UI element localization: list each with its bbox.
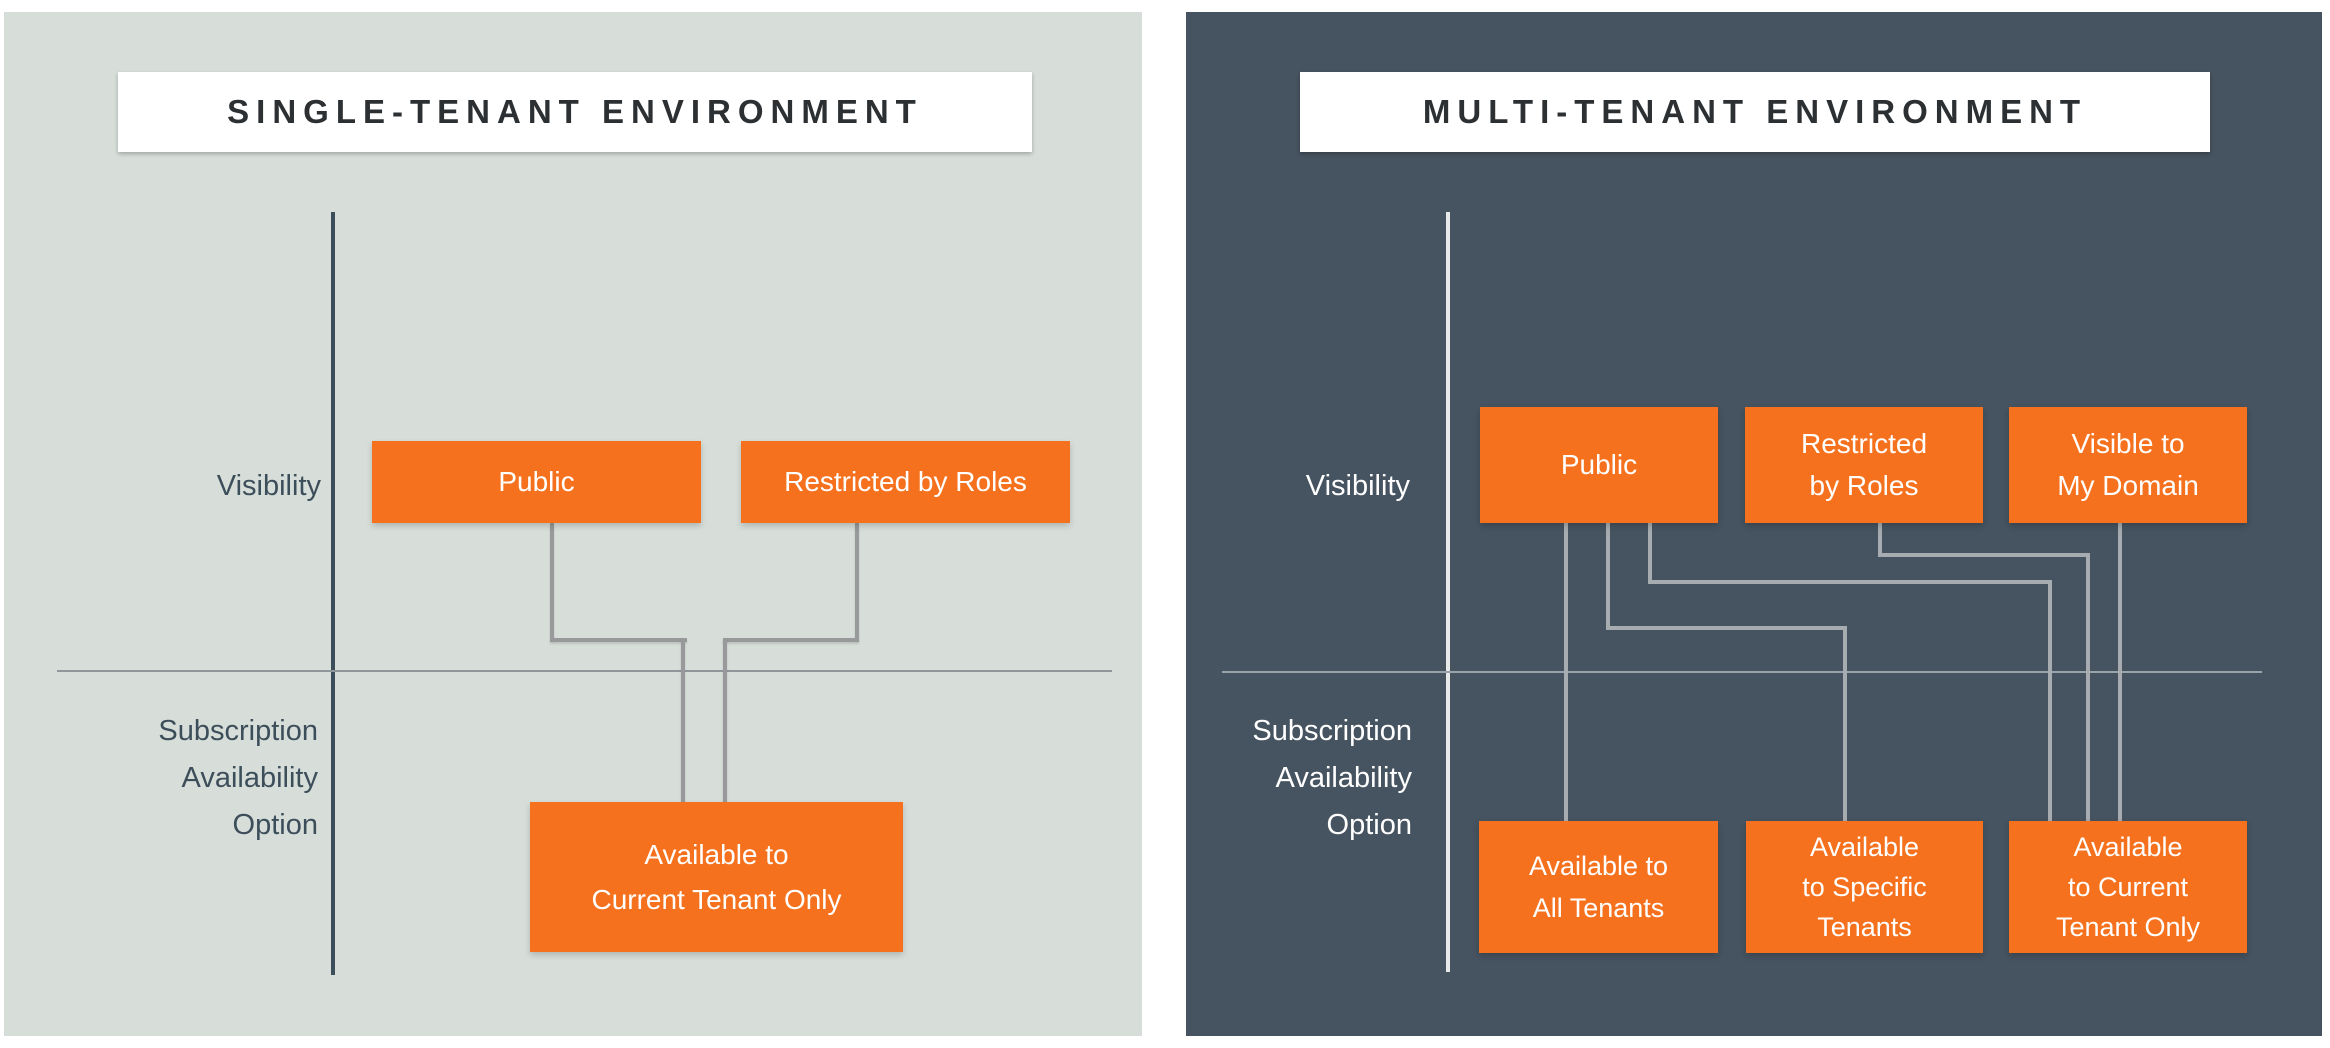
connector-restricted-to-current-elbow-segment bbox=[1878, 553, 2090, 557]
subscription-label-line: Subscription bbox=[1252, 715, 1412, 747]
box-label: All Tenants bbox=[1532, 893, 1665, 923]
visibility-box-restricted-by-roles: Restricted by Roles bbox=[741, 441, 1070, 523]
box-label: Restricted by Roles bbox=[784, 466, 1027, 497]
box-label: by Roles bbox=[1809, 470, 1919, 501]
subscription-label-line: Option bbox=[232, 809, 318, 841]
multi-tenant-vertical-axis-line bbox=[1446, 212, 1450, 972]
multi-tenant-visibility-axis-label: Visibility bbox=[1305, 470, 1410, 502]
connector-restricted-to-current-tenant-segment bbox=[2086, 553, 2090, 821]
box-label: Restricted bbox=[1800, 428, 1928, 459]
connector-restricted-to-current-drop-segment bbox=[1878, 523, 1882, 557]
box-label: Available bbox=[2073, 832, 2183, 862]
multi-tenant-title-box: MULTI-TENANT ENVIRONMENT bbox=[1300, 72, 2210, 152]
visibility-box-public-multi: Public bbox=[1480, 407, 1718, 523]
connector-restricted-elbow-segment bbox=[723, 638, 859, 642]
connector-public-to-current-elbow-segment bbox=[1648, 580, 2052, 584]
box-label: to Current bbox=[2067, 872, 2189, 902]
box-label: Available bbox=[1809, 832, 1920, 862]
visibility-box-restricted-by-roles-multi: Restricted by Roles bbox=[1745, 407, 1983, 523]
single-tenant-title-box: SINGLE-TENANT ENVIRONMENT bbox=[118, 72, 1032, 152]
box-label: Current Tenant Only bbox=[591, 884, 842, 915]
box-label: Public bbox=[1560, 449, 1638, 480]
subscription-box-available-to-current-tenant-only: Available to Current Tenant Only bbox=[530, 802, 903, 952]
box-label: to Specific bbox=[1802, 872, 1927, 902]
box-label: Tenants bbox=[1817, 912, 1912, 942]
box-label: Available to bbox=[644, 839, 789, 870]
subscription-box-available-to-specific-tenants: Available to Specific Tenants bbox=[1746, 821, 1983, 953]
single-tenant-quadrant-divider-line bbox=[57, 670, 1112, 672]
connector-public-to-specific-drop-segment bbox=[1606, 523, 1610, 630]
connector-domain-to-current-tenant-segment bbox=[2118, 523, 2122, 821]
box-label: Public bbox=[498, 466, 575, 497]
visibility-box-visible-to-my-domain: Visible to My Domain bbox=[2009, 407, 2247, 523]
connector-public-to-all-tenants-segment bbox=[1564, 523, 1568, 821]
connector-public-to-current-drop-segment bbox=[1648, 523, 1652, 584]
subscription-box-available-to-current-tenant-only-multi: Available to Current Tenant Only bbox=[2009, 821, 2247, 953]
connector-restricted-to-current-tenant-segment bbox=[723, 638, 727, 802]
visibility-box-public: Public bbox=[372, 441, 701, 523]
box-label: Visible to bbox=[2071, 428, 2185, 459]
connector-public-elbow-segment bbox=[550, 638, 687, 642]
box-label: My Domain bbox=[2057, 470, 2199, 501]
connector-public-to-current-tenant-segment bbox=[2048, 580, 2052, 821]
subscription-label-line: Option bbox=[1326, 809, 1412, 841]
connector-public-drop-segment bbox=[550, 523, 554, 640]
connector-public-to-current-tenant-segment bbox=[681, 638, 685, 802]
single-tenant-vertical-axis-line bbox=[331, 212, 335, 975]
connector-public-to-specific-elbow-segment bbox=[1606, 626, 1847, 630]
box-label: Tenant Only bbox=[2055, 912, 2201, 942]
multi-tenant-subscription-axis-label: Subscription Availability Option bbox=[1152, 708, 1412, 849]
subscription-label-line: Availability bbox=[1275, 762, 1412, 794]
box-label: Available to bbox=[1528, 851, 1669, 881]
multi-tenant-quadrant-divider-line bbox=[1222, 671, 2262, 673]
subscription-label-line: Availability bbox=[181, 762, 318, 794]
single-tenant-subscription-axis-label: Subscription Availability Option bbox=[60, 708, 318, 849]
multi-tenant-title: MULTI-TENANT ENVIRONMENT bbox=[1422, 93, 2088, 130]
single-tenant-visibility-axis-label: Visibility bbox=[216, 470, 321, 502]
connector-restricted-drop-segment bbox=[855, 523, 859, 640]
single-tenant-title: SINGLE-TENANT ENVIRONMENT bbox=[227, 93, 923, 130]
subscription-label-line: Subscription bbox=[158, 715, 318, 747]
connector-public-to-specific-tenants-segment bbox=[1843, 626, 1847, 821]
subscription-box-available-to-all-tenants: Available to All Tenants bbox=[1479, 821, 1718, 953]
